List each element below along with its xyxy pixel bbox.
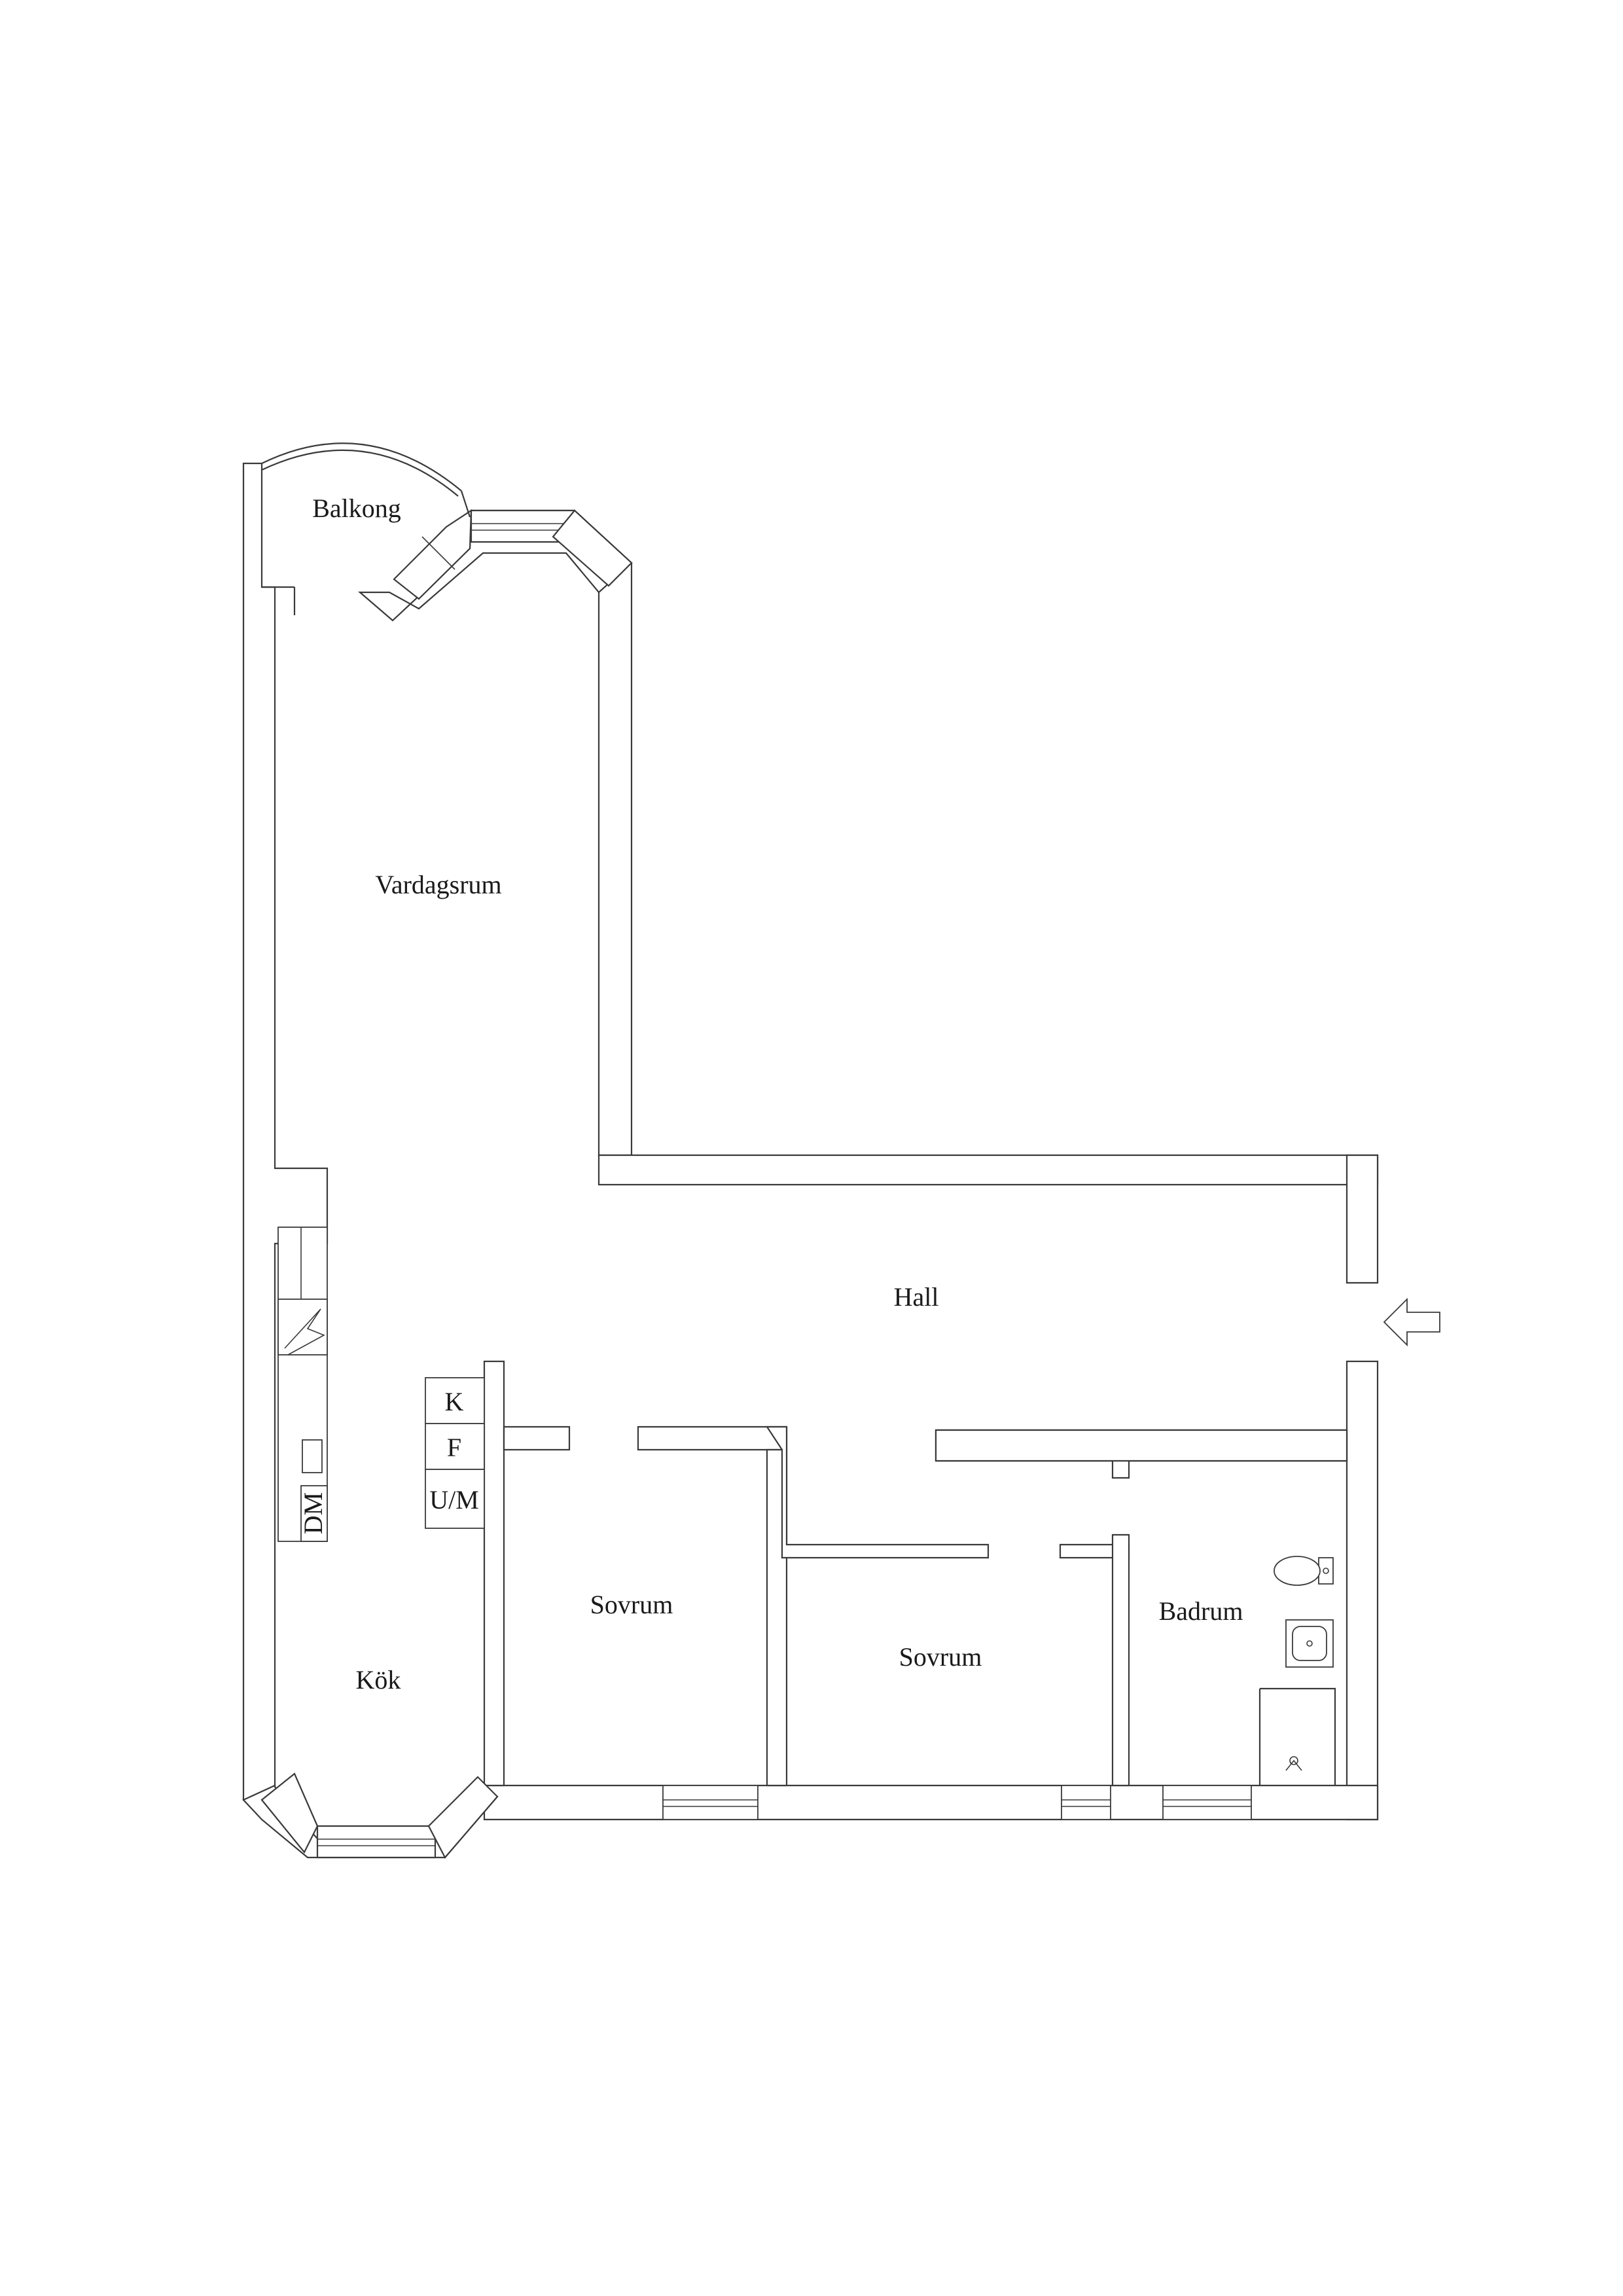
- bedroom1-top-wall-right: [637, 1426, 788, 1451]
- room-label-sovrum-1: Sovrum: [590, 1590, 673, 1619]
- appliance-um-box: [425, 1469, 485, 1529]
- dm-box: [300, 1485, 328, 1542]
- hall-right-wall-upper: [1346, 1154, 1379, 1284]
- hall-right-wall-lower: [1346, 1360, 1379, 1821]
- room-labels: Balkong Vardagsrum Hall Kök Sovrum Sovru…: [312, 493, 1243, 1695]
- room-label-sovrum-2: Sovrum: [899, 1642, 982, 1672]
- appliance-column: K F U/M DM: [298, 1377, 485, 1534]
- appliance-k-label: K: [445, 1387, 464, 1416]
- entrance-arrow-icon: [1383, 1297, 1440, 1347]
- appliance-f-box: [425, 1423, 485, 1470]
- window-bedroom2: [1061, 1785, 1111, 1820]
- kitchen-bay-window: [242, 1772, 499, 1859]
- room-label-balkong: Balkong: [312, 493, 401, 523]
- kitchen-counter: [277, 1227, 328, 1542]
- bathroom-fixtures: [1258, 1556, 1336, 1785]
- hall-top-wall: [597, 1154, 1379, 1186]
- hall-lower-right-wall: [935, 1429, 1348, 1462]
- kitchen-bedroom-wall: [483, 1360, 505, 1787]
- window-bedroom1: [662, 1785, 758, 1820]
- washbasin-icon: [1285, 1619, 1334, 1668]
- living-bay-window: [358, 509, 633, 622]
- shower-icon: [1258, 1687, 1336, 1785]
- toilet-icon: [1274, 1556, 1334, 1586]
- balcony: [261, 442, 471, 615]
- window-bathroom: [1162, 1785, 1252, 1820]
- appliance-um-label: U/M: [429, 1485, 479, 1515]
- left-outer-wall: [242, 462, 329, 1801]
- living-right-wall: [597, 562, 633, 1157]
- room-label-vardagsrum: Vardagsrum: [375, 870, 501, 899]
- bedroom2-upper-wall: [765, 1426, 990, 1559]
- room-label-kok: Kök: [356, 1665, 401, 1695]
- appliance-f-label: F: [447, 1433, 461, 1462]
- room-label-badrum: Badrum: [1159, 1596, 1243, 1626]
- bathroom-left-wall: [1111, 1534, 1130, 1787]
- bedroom1-top-wall-left: [503, 1426, 571, 1451]
- stove-icon: [277, 1299, 328, 1355]
- appliance-k-box: [425, 1377, 485, 1424]
- appliance-dm-label: DM: [298, 1492, 328, 1534]
- room-label-hall: Hall: [894, 1282, 939, 1312]
- windows: [662, 1785, 1252, 1820]
